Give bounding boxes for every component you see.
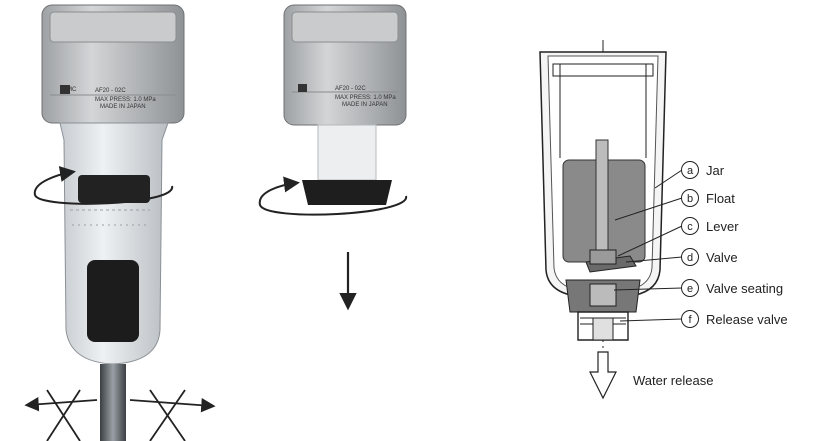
element-ring bbox=[78, 175, 150, 203]
filter-element bbox=[317, 124, 377, 181]
filter-unit-assembled: SMC AF20 - 02C MAX PRESS: 1.0 MPa MADE I… bbox=[24, 4, 216, 441]
float-body bbox=[87, 260, 139, 342]
svg-text:e: e bbox=[687, 283, 693, 295]
svg-text:d: d bbox=[687, 252, 693, 264]
svg-text:Valve seating: Valve seating bbox=[706, 281, 783, 296]
valve-shape bbox=[589, 249, 617, 265]
svg-text:f: f bbox=[688, 314, 692, 326]
part-label-c: c Lever bbox=[681, 217, 739, 235]
origin-label-2: MADE IN JAPAN bbox=[342, 102, 388, 108]
do-not-rotate-right-icon bbox=[129, 389, 216, 441]
svg-text:b: b bbox=[687, 193, 693, 205]
svg-text:Release valve: Release valve bbox=[706, 312, 788, 327]
part-label-f: f Release valve bbox=[681, 310, 788, 328]
svg-text:Valve: Valve bbox=[706, 250, 738, 265]
svg-text:a: a bbox=[687, 165, 694, 177]
svg-text:Float: Float bbox=[706, 191, 735, 206]
drain-tube bbox=[100, 364, 126, 441]
pressure-label-2: MAX PRESS: 1.0 MPa bbox=[335, 95, 396, 101]
part-label-a: a Jar bbox=[681, 161, 725, 179]
pressure-label: MAX PRESS: 1.0 MPa bbox=[95, 97, 156, 103]
water-release-arrow bbox=[589, 351, 617, 400]
part-label-d: d Valve bbox=[681, 248, 738, 266]
model-label-2: AF20 - 02C bbox=[335, 86, 366, 92]
rotate-collar-arrow bbox=[258, 176, 407, 216]
model-label: AF20 - 02C bbox=[95, 88, 126, 94]
svg-text:Lever: Lever bbox=[706, 219, 739, 234]
do-not-rotate-left-icon bbox=[24, 389, 98, 441]
element-collar bbox=[302, 180, 392, 205]
svg-text:Jar: Jar bbox=[706, 163, 725, 178]
part-label-e: e Valve seating bbox=[681, 279, 783, 297]
brand-badge: SMC bbox=[63, 87, 77, 93]
svg-text:c: c bbox=[687, 221, 693, 233]
origin-label: MADE IN JAPAN bbox=[100, 104, 146, 110]
part-label-b: b Float bbox=[681, 189, 735, 207]
rotate-bowl-arrow bbox=[33, 166, 173, 205]
water-release-label: Water release bbox=[633, 373, 713, 388]
cross-section-diagram: Water release a Jar b Float c Lever d Va… bbox=[539, 40, 788, 400]
filter-unit-bowl-removed: AF20 - 02C MAX PRESS: 1.0 MPa MADE IN JA… bbox=[258, 4, 407, 311]
